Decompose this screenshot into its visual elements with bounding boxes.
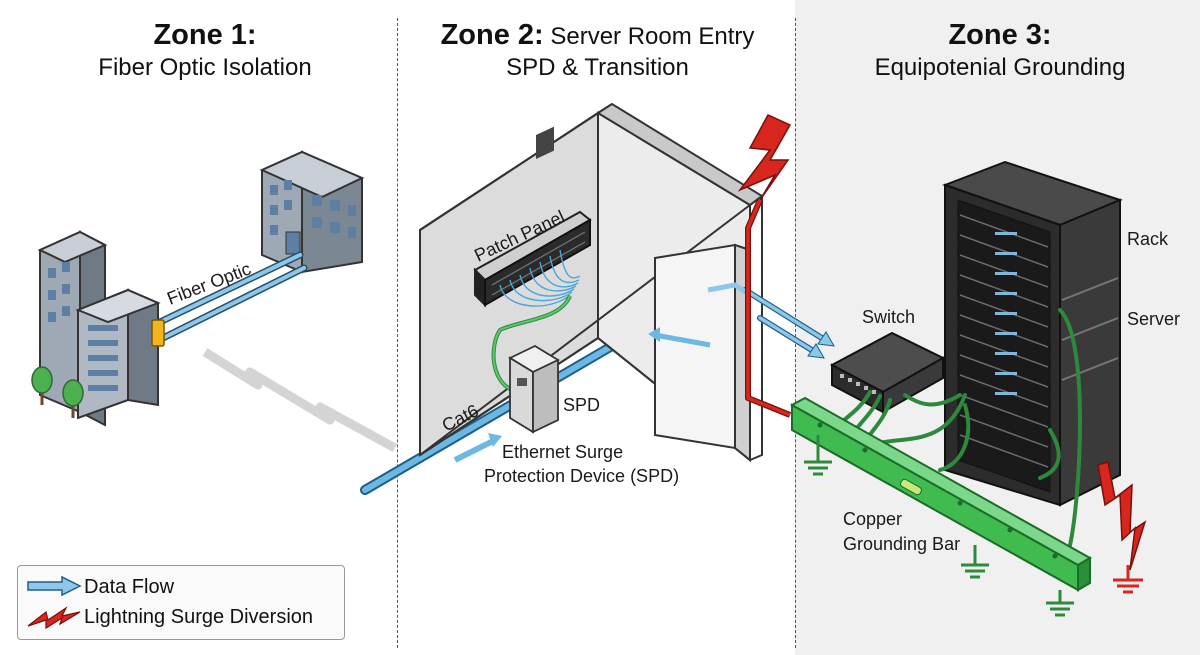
- tree-icon: [31, 366, 84, 418]
- copper-label-line-2: Grounding Bar: [843, 534, 960, 554]
- zone-3-subtitle: Equipotenial Grounding: [874, 54, 1126, 81]
- fiber-optic-cable: [151, 251, 308, 347]
- zone-divider-1: [397, 18, 398, 648]
- building-icon: [259, 150, 365, 274]
- legend: Data Flow Lightning Surge Diversion: [17, 565, 345, 640]
- ground-symbol-icon: [1046, 590, 1074, 617]
- spd-device: [508, 126, 560, 434]
- zone-1-title: Zone 1: Fiber Optic Isolation: [20, 20, 390, 83]
- server-label: Server: [1127, 309, 1180, 329]
- zone-1-subtitle: Fiber Optic Isolation: [98, 54, 312, 81]
- zone-3-number: Zone 3:: [948, 19, 1052, 51]
- ground-symbol-icon: [804, 435, 832, 476]
- switch-label: Switch: [862, 307, 915, 327]
- patch-panel: [473, 210, 592, 308]
- spd-label: SPD: [563, 395, 600, 415]
- zone-2-subtitle-1: Server Room Entry: [550, 23, 755, 50]
- copper-grounding-bar: [789, 396, 1093, 592]
- data-flow-arrow-icon: [707, 282, 835, 359]
- spd-desc-line-1: Ethernet Surge: [502, 442, 623, 462]
- zone-2-subtitle-2: SPD & Transition: [506, 54, 689, 81]
- legend-data-flow: Data Flow: [84, 576, 175, 598]
- ground-symbol-icon: [961, 545, 989, 579]
- server-rack: [942, 160, 1123, 507]
- data-flow-arrow-icon: [453, 327, 711, 463]
- zone-divider-2: [795, 18, 796, 648]
- building-icon: [37, 230, 161, 427]
- ground-symbol-icon: [1113, 565, 1143, 594]
- rack-label: Rack: [1127, 229, 1169, 249]
- faded-surge-path: [202, 348, 398, 452]
- legend-lightning: Lightning Surge Diversion: [84, 606, 314, 628]
- lightning-bolt-icon: [1097, 461, 1147, 571]
- zone-2-number: Zone 2:: [440, 19, 544, 51]
- data-flow-arrow-icon: [27, 575, 82, 597]
- spd-desc-line-2: Protection Device (SPD): [484, 466, 679, 486]
- zone-3-title: Zone 3: Equipotenial Grounding: [800, 20, 1200, 83]
- copper-label-line-1: Copper: [843, 509, 902, 529]
- zone-1-number: Zone 1:: [153, 19, 257, 51]
- network-switch: [829, 331, 946, 414]
- fiber-connector-icon: [151, 319, 165, 347]
- lightning-bolt-icon: [27, 606, 81, 630]
- zone-2-title: Zone 2: Server Room Entry SPD & Transiti…: [400, 20, 795, 83]
- lightning-bolt-icon: [737, 114, 792, 201]
